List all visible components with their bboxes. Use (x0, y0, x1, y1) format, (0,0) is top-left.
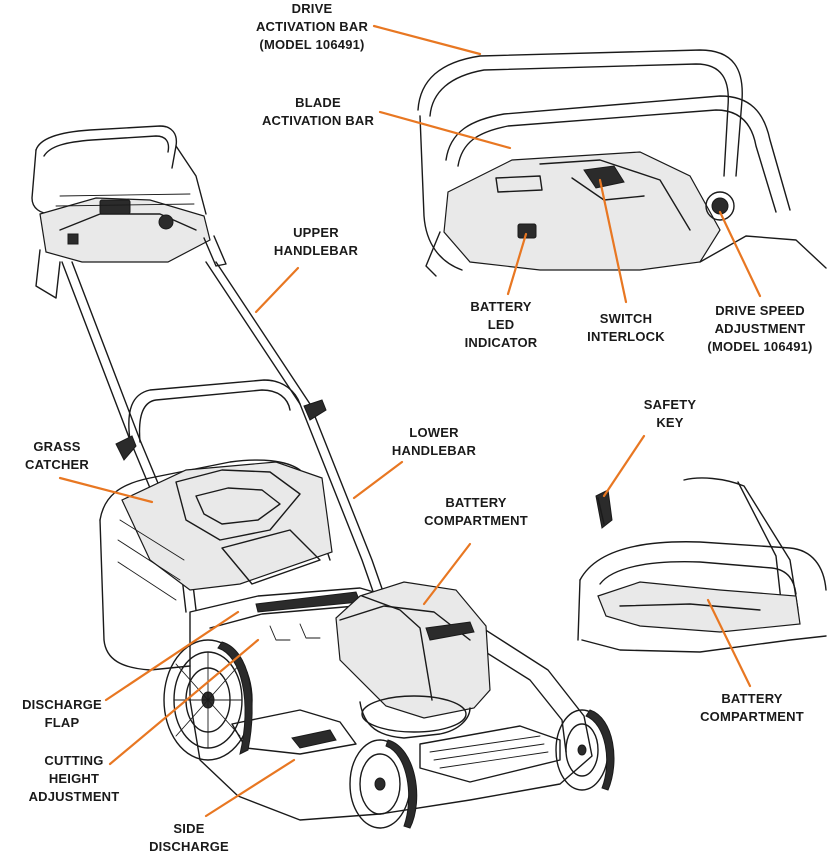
leader-drive-speed-adjustment (718, 210, 762, 298)
label-line: KEY (656, 415, 684, 430)
label-line: SAFETY (643, 397, 697, 412)
battery-compartment-detail (577, 477, 827, 653)
label-line: SIDE (173, 821, 205, 836)
label-line: ADJUSTMENT (28, 789, 120, 804)
front-wheel-left (349, 739, 418, 829)
lower-handlebar (115, 379, 387, 613)
leader-lower-handlebar (352, 460, 404, 500)
label-line: CATCHER (25, 457, 89, 472)
upper-handlebar (61, 261, 311, 441)
label-line: DRIVE (291, 1, 333, 16)
label-line: INDICATOR (464, 335, 538, 350)
leader-drive-activation-bar (372, 24, 482, 56)
leader-side-discharge (204, 758, 296, 818)
label-line: HANDLEBAR (273, 243, 359, 258)
leader-safety-key (602, 434, 646, 498)
label-line: HANDLEBAR (391, 443, 477, 458)
leader-battery-led-indicator (506, 232, 528, 296)
leader-discharge-flap (104, 610, 240, 702)
label-line: BATTERY (445, 495, 507, 510)
handle-detail (417, 49, 827, 277)
label-line: INTERLOCK (587, 329, 665, 344)
label-line: ACTIVATION BAR (261, 113, 375, 128)
label-line: ADJUSTMENT (714, 321, 806, 336)
safety-key (595, 489, 613, 529)
label-safety-key: SAFETY KEY (632, 396, 708, 432)
label-switch-interlock: SWITCH INTERLOCK (582, 310, 670, 346)
label-grass-catcher: GRASS CATCHER (14, 438, 100, 474)
label-battery-compartment: BATTERY COMPARTMENT (418, 494, 534, 530)
label-line: LED (487, 317, 515, 332)
label-battery-compartment-detail: BATTERY COMPARTMENT (694, 690, 810, 726)
label-line: (MODEL 106491) (707, 339, 813, 354)
label-line: FLAP (44, 715, 80, 730)
label-line: BLADE (295, 95, 341, 110)
leader-grass-catcher (58, 476, 154, 504)
label-drive-speed-adjustment: DRIVE SPEED ADJUSTMENT (MODEL 106491) (702, 302, 818, 356)
label-side-discharge: SIDE DISCHARGE (144, 820, 234, 856)
leader-lines (58, 24, 762, 818)
battery-compartment (335, 581, 491, 739)
leader-upper-handlebar (254, 266, 300, 314)
leader-cutting-height-adjustment (108, 638, 260, 766)
label-line: SWITCH (599, 311, 653, 326)
label-line: DISCHARGE (149, 839, 229, 854)
label-line: BATTERY (721, 691, 783, 706)
label-discharge-flap: DISCHARGE FLAP (14, 696, 110, 732)
label-upper-handlebar: UPPER HANDLEBAR (266, 224, 366, 260)
leader-switch-interlock (598, 178, 628, 304)
label-line: (MODEL 106491) (259, 37, 365, 52)
leader-blade-activation-bar (378, 110, 512, 150)
label-cutting-height-adjustment: CUTTING HEIGHT ADJUSTMENT (24, 752, 124, 806)
label-line: DRIVE SPEED (715, 303, 805, 318)
label-line: COMPARTMENT (700, 709, 804, 724)
rear-wheel (163, 639, 253, 761)
leader-battery-compartment-detail (706, 598, 752, 688)
grass-catcher (99, 459, 333, 671)
label-line: ACTIVATION BAR (255, 19, 369, 34)
label-battery-led-indicator: BATTERY LED INDICATOR (458, 298, 544, 352)
label-line: GRASS (33, 439, 81, 454)
label-line: CUTTING (44, 753, 104, 768)
label-drive-activation-bar: DRIVE ACTIVATION BAR (MODEL 106491) (244, 0, 380, 54)
label-line: HEIGHT (48, 771, 100, 786)
front-wheel-right (555, 709, 615, 791)
label-line: DISCHARGE (22, 697, 102, 712)
label-line: BATTERY (470, 299, 532, 314)
leader-battery-compartment (422, 542, 472, 606)
label-line: UPPER (293, 225, 339, 240)
label-lower-handlebar: LOWER HANDLEBAR (384, 424, 484, 460)
label-blade-activation-bar: BLADE ACTIVATION BAR (258, 94, 378, 130)
label-line: LOWER (409, 425, 459, 440)
label-line: COMPARTMENT (424, 513, 528, 528)
handle-console (31, 125, 227, 299)
